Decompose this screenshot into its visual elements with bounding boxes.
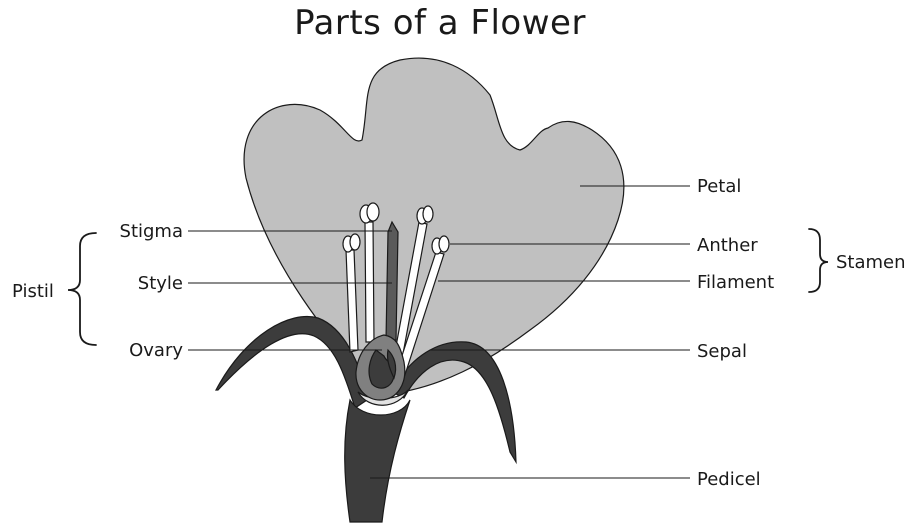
petal-shape bbox=[244, 58, 624, 395]
style-shape bbox=[386, 222, 398, 340]
anther-right-inner-b bbox=[423, 206, 433, 222]
group-label-pistil: Pistil bbox=[12, 281, 54, 302]
group-label-stamen: Stamen bbox=[836, 252, 906, 273]
anther-left-inner-b bbox=[367, 203, 379, 221]
anther-left-outer-b bbox=[350, 234, 360, 250]
label-filament: Filament bbox=[697, 272, 774, 293]
pedicel-shape bbox=[345, 400, 410, 522]
anther-right-outer-b bbox=[439, 236, 449, 252]
label-ovary: Ovary bbox=[129, 340, 183, 361]
label-pedicel: Pedicel bbox=[697, 469, 761, 490]
label-sepal: Sepal bbox=[697, 341, 747, 362]
label-style: Style bbox=[138, 273, 183, 294]
label-anther: Anther bbox=[697, 235, 758, 256]
label-stigma: Stigma bbox=[120, 221, 183, 242]
filament-left-inner bbox=[365, 222, 374, 342]
label-petal: Petal bbox=[697, 176, 741, 197]
pistil-brace bbox=[68, 233, 96, 345]
stamen-brace bbox=[809, 229, 828, 292]
diagram-title: Parts of a Flower bbox=[294, 3, 586, 43]
